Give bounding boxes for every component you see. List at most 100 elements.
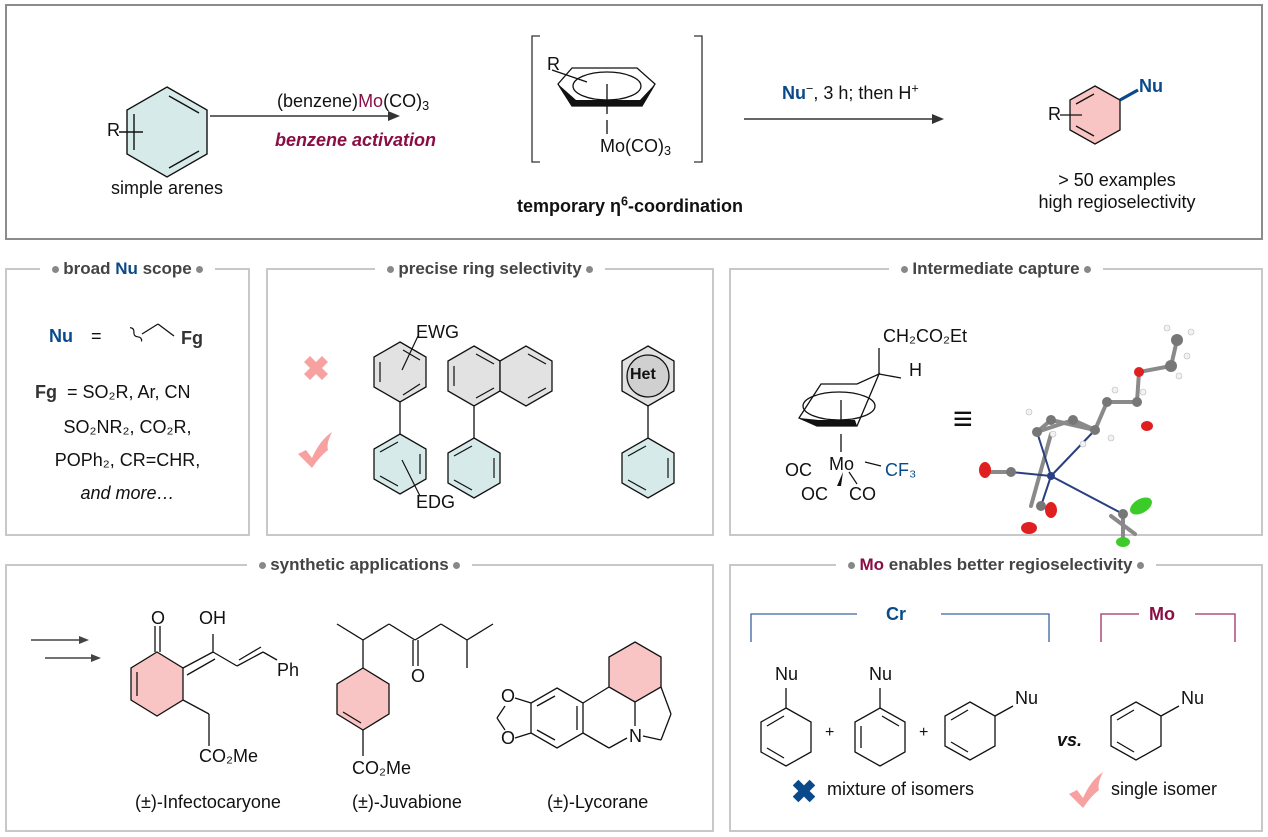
lycorane-name: (±)-Lycorane bbox=[547, 792, 649, 812]
reagent-2-sup: + bbox=[911, 81, 919, 96]
product-selectivity: high regioselectivity bbox=[1038, 192, 1196, 212]
isomer-3-structure bbox=[944, 701, 1014, 761]
intermediate-label: temporary η6-coordination bbox=[517, 194, 744, 217]
fg-line-1: Fg = SO₂R, Ar, CN bbox=[35, 382, 191, 403]
arene-substituent: R bbox=[107, 120, 120, 140]
fg-line-1-rest: = SO₂R, Ar, CN bbox=[67, 382, 191, 402]
cr-bracket bbox=[750, 613, 1050, 642]
nu-scope-title: broad Nu scope bbox=[7, 258, 248, 280]
nu-scope-title-pre: broad bbox=[63, 259, 116, 278]
co-label-3: CO bbox=[849, 484, 876, 504]
naphthylphenyl-structure bbox=[447, 345, 553, 499]
synthetic-applications-title-text: synthetic applications bbox=[270, 555, 449, 574]
infectocaryone-ester: CO₂Me bbox=[199, 746, 258, 766]
co-label-1: OC bbox=[785, 460, 812, 480]
biphenyl-structure bbox=[373, 335, 427, 497]
reagent-1-metal: Mo bbox=[358, 91, 384, 111]
isomer-3-nu: Nu bbox=[1015, 688, 1039, 708]
isomer-2-nu: Nu bbox=[869, 664, 893, 684]
arrow-2 bbox=[744, 114, 944, 124]
infectocaryone-o: O bbox=[151, 608, 166, 628]
reagent-1: (benzene)Mo(CO)3 bbox=[277, 91, 429, 112]
synthetic-applications-title: synthetic applications bbox=[7, 554, 712, 576]
edg-label: EDG bbox=[416, 492, 456, 512]
juvabione-structure bbox=[336, 623, 494, 756]
fg-line-4: and more… bbox=[80, 483, 175, 503]
nu-scope-panel: broad Nu scope Nu = Fg Fg = SO₂R, Ar, CN… bbox=[5, 258, 250, 536]
infectocaryone-name: (±)-Infectocaryone bbox=[135, 792, 281, 812]
reaction-scheme-panel: R simple arenes (benzene)Mo(CO)3 benzene… bbox=[5, 4, 1263, 240]
single-isomer-label: single isomer bbox=[1111, 779, 1218, 799]
mo-vs-cr-title-rest: enables better regioselectivity bbox=[884, 555, 1133, 574]
mo-bracket bbox=[1100, 613, 1236, 642]
arrow-1 bbox=[210, 111, 400, 121]
intermediate-capture-panel: Intermediate capture CH₂CO₂Et H Mo OC OC… bbox=[729, 258, 1263, 547]
lycorane-o-1: O bbox=[501, 686, 516, 706]
mo-isomer-nu: Nu bbox=[1181, 688, 1205, 708]
juvabione-ester: CO₂Me bbox=[352, 758, 411, 778]
reagent-1-suffix: (CO) bbox=[383, 91, 423, 111]
reactant-label: simple arenes bbox=[111, 178, 224, 198]
isomer-1-structure bbox=[760, 688, 812, 767]
fg-line-1-fg: Fg bbox=[35, 382, 57, 402]
reagent-1-prefix: (benzene) bbox=[277, 91, 359, 111]
crystal-structure-image bbox=[979, 324, 1195, 547]
ring-selectivity-panel: precise ring selectivity EWG EDG bbox=[266, 258, 714, 536]
lycorane-structure bbox=[496, 641, 672, 749]
cross-icon bbox=[792, 779, 816, 803]
intermediate-substituent: R bbox=[547, 54, 560, 74]
cf3-label: CF₃ bbox=[885, 460, 917, 480]
wavy-bond-icon bbox=[129, 323, 175, 342]
ewg-label: EWG bbox=[416, 322, 459, 342]
ring-selectivity-title: precise ring selectivity bbox=[268, 258, 712, 280]
nu-scope-title-post: scope bbox=[137, 259, 192, 278]
cr-label: Cr bbox=[886, 604, 907, 624]
cross-icon bbox=[304, 356, 328, 380]
product-substituent: R bbox=[1048, 104, 1061, 124]
het-label: Het bbox=[630, 366, 656, 383]
plus-1: + bbox=[825, 724, 835, 741]
isomer-2-structure bbox=[854, 688, 906, 767]
co-label-2: OC bbox=[801, 484, 828, 504]
plus-2: + bbox=[919, 724, 929, 741]
mo-label: Mo bbox=[1149, 604, 1175, 624]
fg-label: Fg bbox=[181, 328, 203, 348]
mo-vs-cr-title-metal: Mo bbox=[859, 555, 885, 574]
mo-bonds bbox=[837, 461, 882, 486]
check-icon bbox=[298, 432, 332, 468]
product-structure bbox=[1060, 85, 1139, 145]
check-icon bbox=[1069, 772, 1103, 808]
reagent-2-nu: Nu bbox=[782, 83, 806, 103]
juvabione-name: (±)-Juvabione bbox=[352, 792, 462, 812]
isomer-1-nu: Nu bbox=[775, 664, 799, 684]
intermediate-metal: Mo(CO)3 bbox=[600, 136, 671, 157]
arene-structure bbox=[119, 86, 208, 178]
h-label: H bbox=[909, 360, 922, 380]
intermediate-label-pre: temporary η bbox=[517, 196, 622, 216]
intermediate-metal-text: Mo(CO) bbox=[600, 136, 664, 156]
intermediate-metal-sub: 3 bbox=[664, 144, 672, 159]
juvabione-o: O bbox=[411, 666, 426, 686]
mo-vs-cr-title: Mo enables better regioselectivity bbox=[731, 554, 1261, 576]
multistep-arrows bbox=[31, 636, 101, 662]
intermediate-label-sup: 6 bbox=[621, 194, 629, 209]
synthetic-applications-panel: synthetic applications O OH Ph CO₂Me (±)… bbox=[5, 554, 714, 832]
ring-selectivity-title-text: precise ring selectivity bbox=[398, 259, 582, 278]
lycorane-o-2: O bbox=[501, 728, 516, 748]
nu-equals: = bbox=[91, 326, 102, 346]
product-nu: Nu bbox=[1139, 76, 1163, 96]
infectocaryone-ph: Ph bbox=[277, 660, 300, 680]
heteroaryl-phenyl-structure bbox=[621, 345, 675, 499]
intermediate-bracket bbox=[531, 35, 703, 163]
intermediate-complex-structure bbox=[798, 348, 902, 452]
reagent-2: Nu−, 3 h; then H+ bbox=[782, 81, 919, 104]
infectocaryone-structure bbox=[130, 626, 278, 746]
equivalence-sign: ≡ bbox=[953, 400, 973, 438]
vs-label: vs. bbox=[1057, 730, 1083, 750]
activation-note: benzene activation bbox=[275, 130, 437, 150]
intermediate-label-post: -coordination bbox=[628, 196, 744, 216]
intermediate-capture-title-text: Intermediate capture bbox=[912, 259, 1080, 278]
nu-label: Nu bbox=[49, 326, 73, 346]
mo-isomer-structure bbox=[1110, 701, 1180, 761]
substituent-label: CH₂CO₂Et bbox=[883, 326, 967, 346]
